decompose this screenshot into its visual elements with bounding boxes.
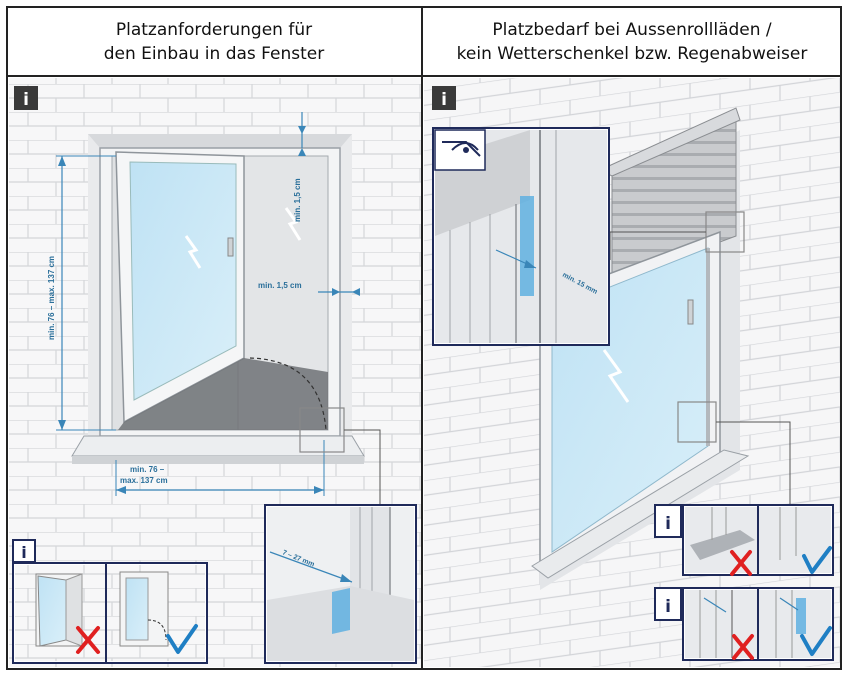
info-box-sill: i [654, 504, 834, 576]
right-panel: min. 15 mm i i [424, 78, 840, 667]
right-header: Platzbedarf bei Aussenrollläden / kein W… [424, 8, 840, 76]
right-header-line2: kein Wetterschenkel bzw. Regenabweiser [456, 44, 808, 64]
dim-width-label2: max. 137 cm [120, 476, 168, 485]
dim-height-label: min. 76 – max. 137 cm [47, 256, 56, 340]
cross-icon [76, 626, 100, 654]
check-icon [802, 546, 832, 574]
dim-height: min. 76 – max. 137 cm [47, 155, 116, 431]
info-icon-frame: i [665, 597, 671, 617]
right-header-line1: Platzbedarf bei Aussenrollläden / [492, 20, 772, 40]
check-icon [166, 624, 198, 654]
info-icon-right-glyph: i [441, 90, 447, 110]
info-icon-small-left: i [21, 543, 26, 562]
left-header-line1: Platzanforderungen für [115, 20, 313, 40]
info-icon-left: i [14, 86, 38, 110]
check-icon [800, 626, 832, 656]
info-icon-left-glyph: i [23, 90, 29, 110]
detail-frame-gap: min. 15 mm [432, 127, 610, 346]
left-panel: min. 76 – max. 137 cm min. 1,5 cm min. 1… [9, 78, 421, 667]
detail-sill-gap: 7 – 27 mm [264, 504, 417, 664]
info-icon-right: i [432, 86, 456, 110]
left-header-line2: den Einbau in das Fenster [103, 44, 325, 64]
left-header: Platzanforderungen für den Einbau in das… [8, 8, 420, 76]
dim-side-gap: min. 1,5 cm [258, 281, 360, 296]
info-box-frame: i [654, 587, 834, 661]
info-icon-sill: i [665, 514, 671, 534]
cross-icon [730, 550, 752, 576]
dim-width: min. 76 – max. 137 cm [115, 440, 325, 496]
dim-width-label1: min. 76 – [130, 465, 165, 474]
eye-icon [434, 129, 486, 171]
dim-top-gap: min. 1,5 cm [293, 112, 306, 222]
dim-side-gap-label: min. 1,5 cm [258, 281, 302, 290]
dim-top-gap-label: min. 1,5 cm [293, 178, 302, 222]
info-box-open-sash: i [12, 539, 208, 664]
cross-icon [732, 634, 754, 660]
